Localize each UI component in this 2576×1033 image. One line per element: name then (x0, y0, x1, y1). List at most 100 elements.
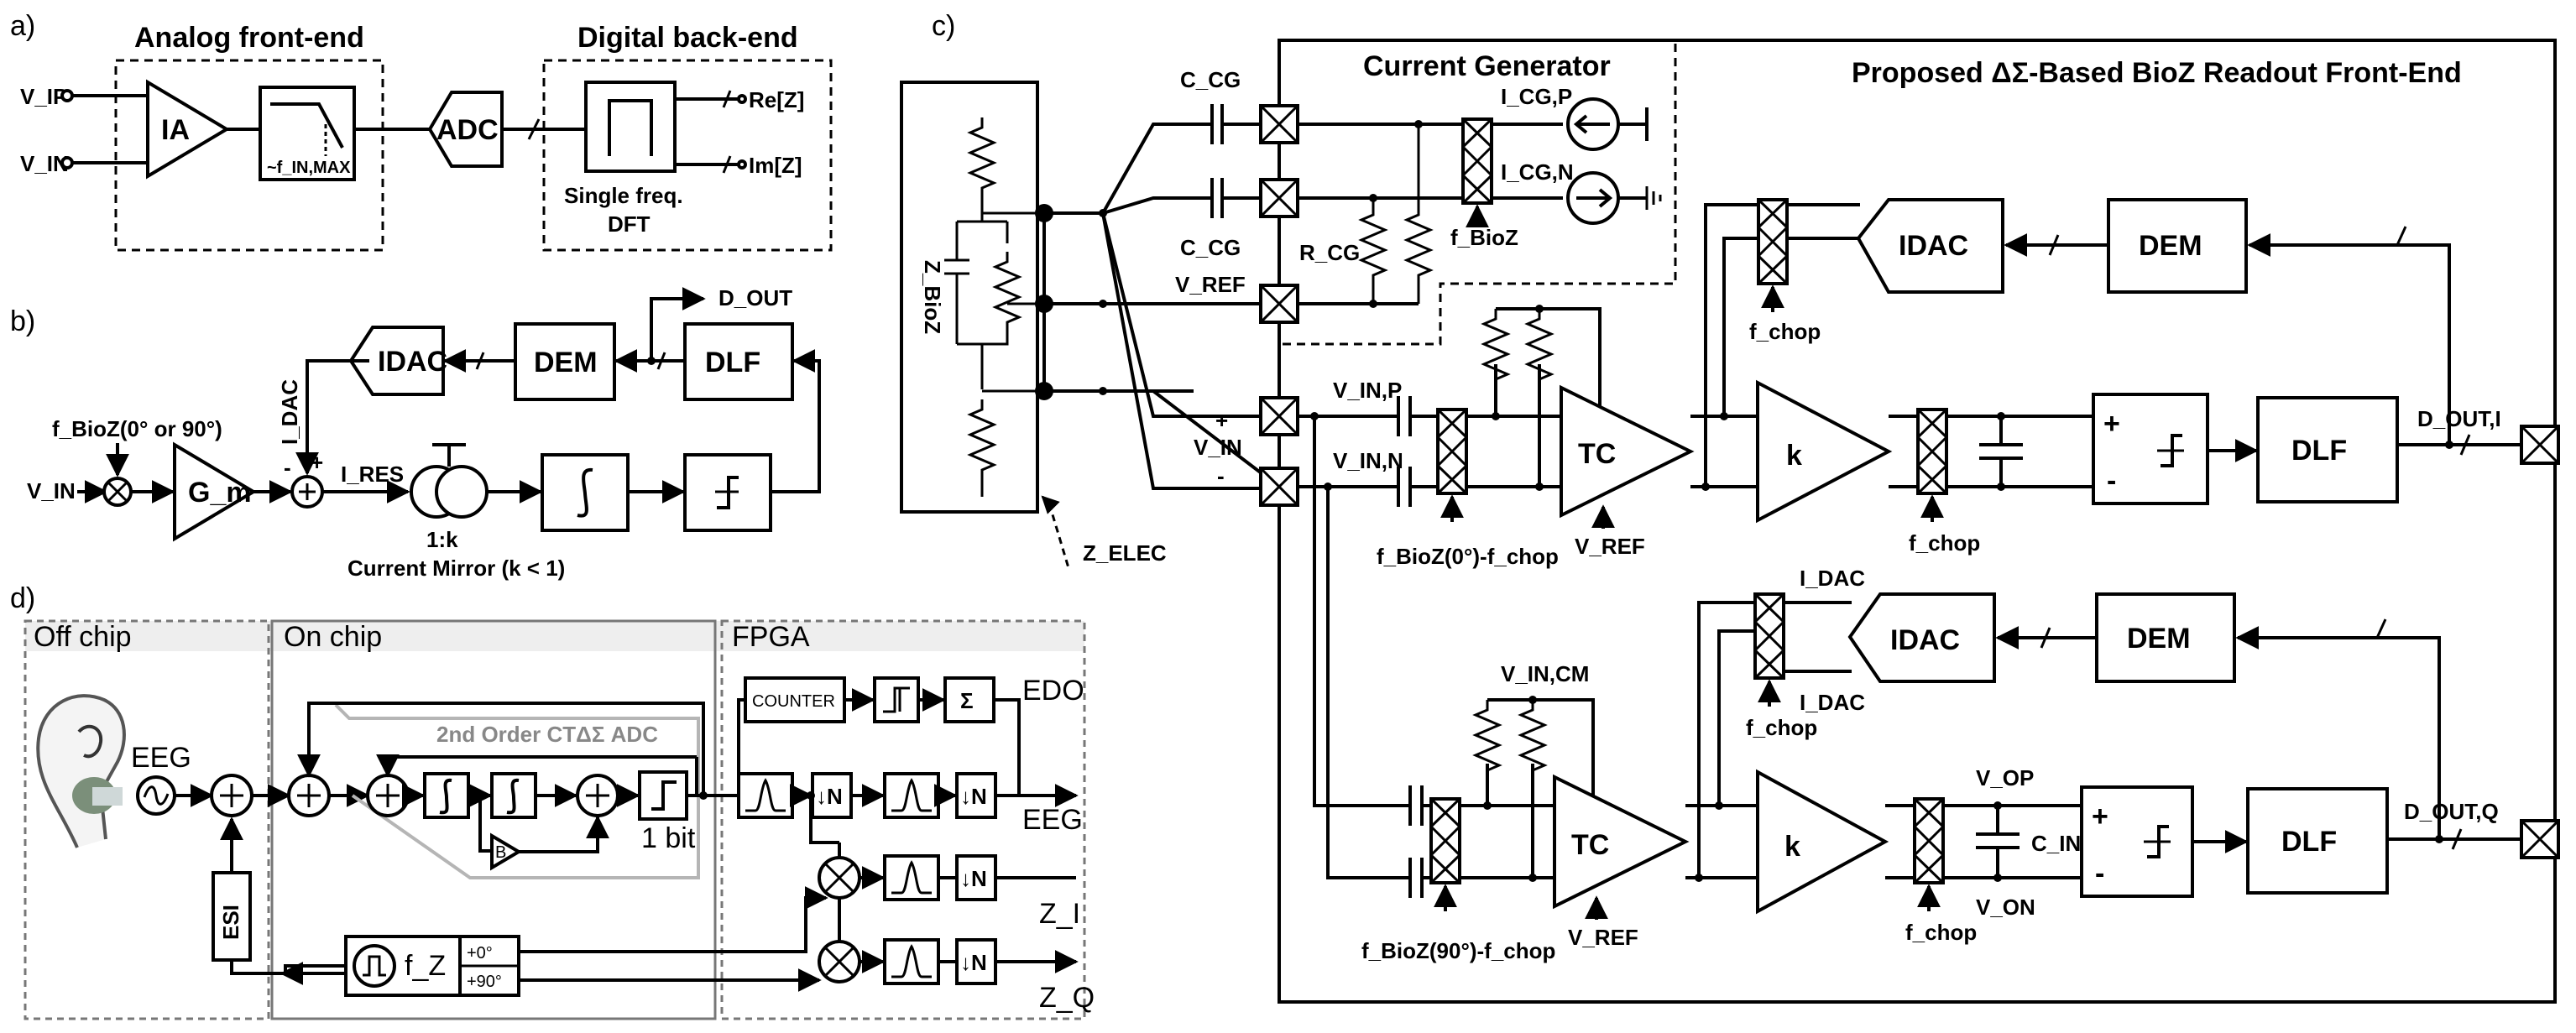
vin-label: V_IN (27, 478, 76, 503)
doutq-label: D_OUT,Q (2404, 799, 2499, 824)
edo-label: EDO (1022, 675, 1084, 707)
phase-90: +90° (467, 973, 502, 991)
lowpass-filter-label: ~f_IN,MAX (267, 159, 351, 177)
idac-label-q: IDAC (1890, 624, 1960, 656)
ia-label: IA (161, 114, 190, 146)
phase-0: +0° (467, 944, 493, 963)
input-vip-node (60, 89, 74, 102)
vref-tc-i: V_REF (1575, 534, 1645, 559)
cmp-plus-q: + (2092, 801, 2108, 832)
output-re-label: Re[Z] (749, 87, 804, 112)
head-icon (36, 694, 126, 848)
dem-box (514, 322, 616, 401)
fchop-idac-i: f_chop (1749, 319, 1821, 344)
von-label: V_ON (1976, 895, 2035, 920)
dlf-box-q (2246, 787, 2389, 895)
vin-label: V_IN (1194, 435, 1242, 460)
analog-front-end-box (114, 59, 384, 252)
dft-label-line2: DFT (608, 211, 651, 237)
esi-box (212, 871, 252, 962)
dft-box (584, 81, 677, 173)
panel-d: d) Off chip On chip FPGA EEG ESI 2nd Ord… (10, 582, 1095, 1020)
vinn-label: V_IN,N (1333, 448, 1403, 473)
current-generator-box (1279, 39, 1677, 346)
k-amplifier-q (1756, 769, 1889, 915)
idac-block (348, 326, 445, 396)
douti-label: D_OUT,I (2417, 406, 2501, 431)
mirror-label: Current Mirror (k < 1) (347, 556, 565, 581)
idac-label-i: IDAC (1899, 230, 1968, 262)
digital-back-end-box (542, 59, 833, 252)
decimator-1-label: ↓N (816, 784, 843, 809)
fchop-i: f_chop (1909, 530, 1980, 556)
panel-a-label: a) (10, 10, 35, 42)
zq-label: Z_Q (1039, 982, 1095, 1014)
idac-block-i (1856, 198, 2004, 294)
zelec-label: Z_ELEC (1083, 540, 1167, 566)
dem-label: DEM (534, 347, 598, 378)
idac-lbl-bot-q: I_DAC (1800, 690, 1865, 715)
idac-label: IDAC (378, 346, 447, 378)
eeg-source-label: EEG (131, 742, 191, 774)
k-amplifier-i (1756, 379, 1893, 524)
idac-block-q (1847, 592, 1996, 683)
panel-b: b) f_BioZ(0° or 90°) V_IN G_m - + I_DAC … (10, 285, 821, 581)
analog-front-end-title: Analog front-end (134, 22, 364, 54)
b-label: B (495, 843, 506, 862)
ia-amplifier (146, 79, 230, 180)
idac-lbl-top-q: I_DAC (1800, 566, 1865, 591)
panel-b-label: b) (10, 305, 35, 337)
sigma-label: Σ (960, 688, 974, 713)
panel-d-label: d) (10, 582, 35, 614)
fchop-q: f_chop (1905, 920, 1977, 945)
decimator-2 (955, 772, 997, 819)
on-chip-region (270, 619, 717, 1020)
decimator-3-label: ↓N (960, 866, 987, 891)
esi-label: ESI (218, 905, 243, 940)
output-im-label: Im[Z] (749, 153, 802, 178)
sigma-box (943, 676, 995, 723)
fchop-idac-q: f_chop (1746, 715, 1817, 740)
dem-label-i: DEM (2139, 230, 2202, 262)
cmp-plus-i: + (2103, 408, 2120, 440)
k-label-q: k (1784, 831, 1800, 863)
k-label-i: k (1786, 440, 1802, 472)
zbioz-label: Z_BioZ (920, 260, 945, 334)
input-vip-label: V_IP (20, 84, 67, 109)
gm-label: G_m (188, 477, 252, 509)
decimator-2-label: ↓N (960, 784, 987, 809)
dft-label-line1: Single freq. (564, 183, 683, 208)
dout-label: D_OUT (718, 285, 792, 310)
dlf-box-i (2256, 396, 2399, 503)
vin-plus: + (1215, 408, 1228, 433)
dem-label-q: DEM (2127, 623, 2191, 655)
vref-label: V_REF (1175, 272, 1246, 297)
digital-back-end-title: Digital back-end (577, 22, 798, 54)
zi-label: Z_I (1039, 898, 1080, 930)
ires-label: I_RES (341, 462, 404, 487)
counter-label: COUNTER (752, 692, 835, 711)
fbioz-label: f_BioZ(0° or 90°) (52, 416, 222, 441)
hysteresis-box (873, 676, 920, 723)
fz-label: f_Z (405, 950, 446, 982)
rcg-label: R_CG (1299, 240, 1360, 265)
plus-sign: + (311, 450, 323, 475)
fpga-region (720, 619, 1086, 1020)
vinp-label: V_IN,P (1333, 378, 1402, 403)
dlf-label-q: DLF (2281, 826, 2337, 858)
dlf-label: DLF (705, 347, 760, 378)
panel-c: c) Proposed ΔΣ-Based BioZ Readout Front-… (900, 10, 2560, 1004)
off-chip-label: Off chip (34, 621, 132, 653)
panel-a: a) Analog front-end Digital back-end V_I… (10, 10, 833, 252)
adc-hexagon (334, 703, 700, 879)
one-bit-label: 1 bit (641, 822, 696, 854)
current-generator-title: Current Generator (1363, 50, 1611, 82)
fbioz-cg-label: f_BioZ (1450, 225, 1518, 250)
off-chip-region (24, 619, 270, 1020)
vop-label: V_OP (1976, 765, 2034, 790)
dlf-box (683, 322, 794, 401)
panel-c-label: c) (932, 10, 955, 42)
cmp-minus-q: - (2095, 858, 2104, 890)
icgp-label: I_CG,P (1501, 84, 1572, 109)
